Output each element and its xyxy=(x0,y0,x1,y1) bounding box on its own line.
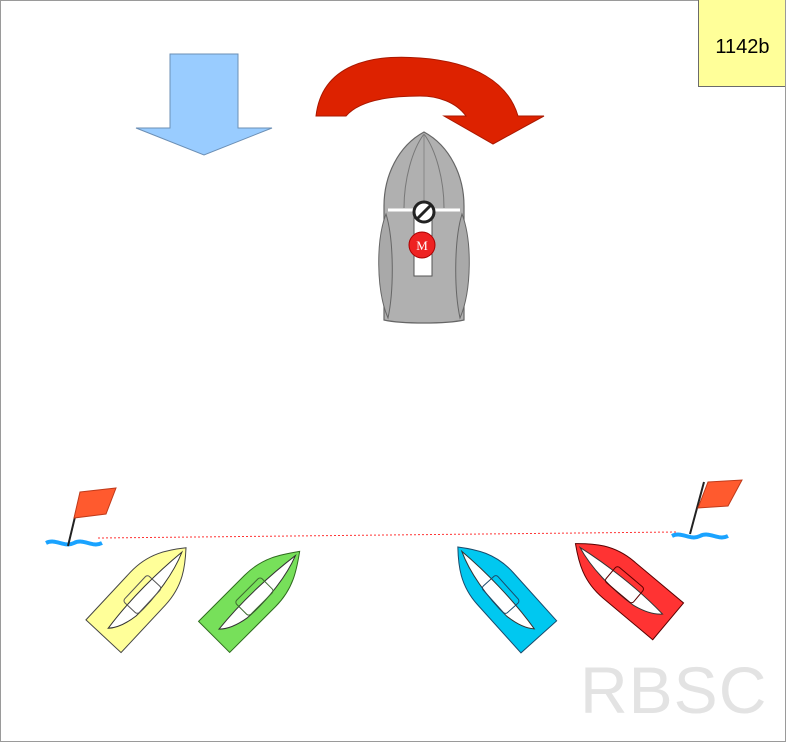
boat-red xyxy=(560,525,684,640)
start-line xyxy=(98,532,676,538)
flag-m-marker: M xyxy=(409,232,435,258)
flag-icon xyxy=(74,488,116,518)
right-mark xyxy=(672,480,742,537)
turn-arrow-icon xyxy=(316,57,544,144)
committee-boat xyxy=(379,132,470,323)
wind-arrow-icon xyxy=(136,54,272,155)
boat-yellow xyxy=(86,531,204,652)
boat-cyan xyxy=(440,531,557,653)
water-icon xyxy=(46,542,102,545)
flag-m-letter: M xyxy=(416,238,428,253)
prohibition-icon xyxy=(414,202,434,222)
left-mark xyxy=(46,488,116,546)
boat-green xyxy=(199,536,316,653)
water-icon xyxy=(672,535,728,538)
flag-icon xyxy=(698,480,742,508)
